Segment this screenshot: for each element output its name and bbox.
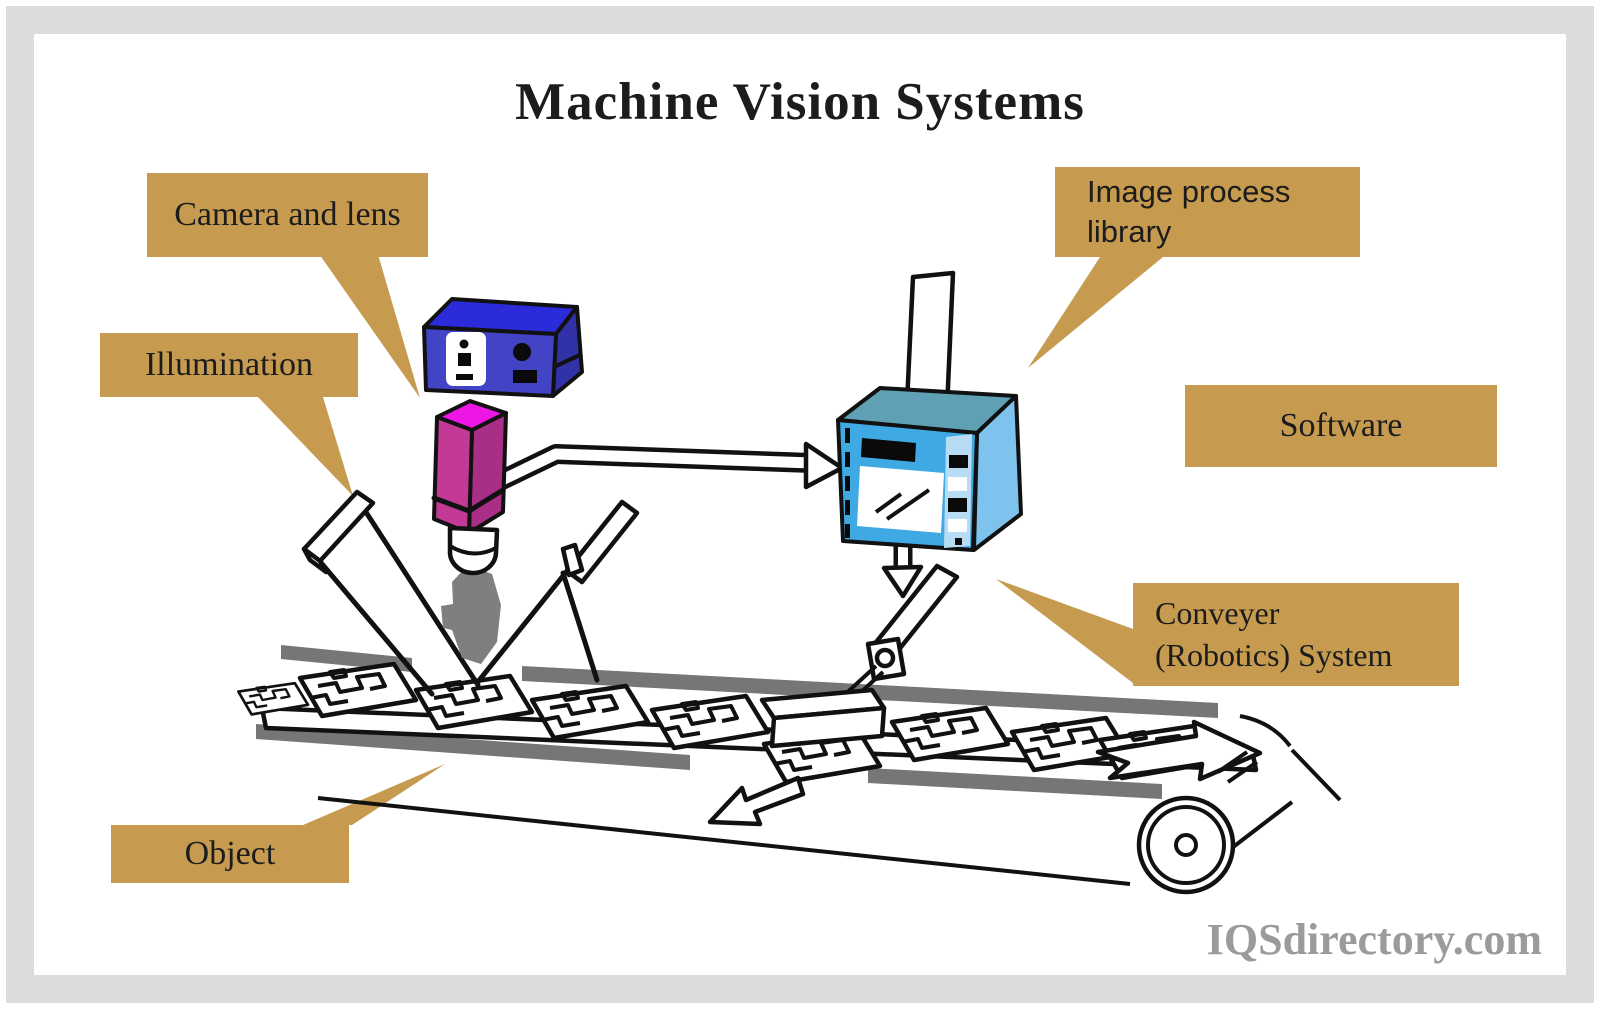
label-camera-and-lens: Camera and lens	[147, 173, 428, 257]
computer-dashed-edge	[845, 428, 850, 538]
arrow-hatching	[1216, 750, 1259, 784]
label-tails	[258, 251, 1163, 825]
camera-to-computer-arrow	[493, 441, 845, 492]
label-camera-and-lens-text: Camera and lens	[174, 195, 401, 233]
camera-label-tail	[317, 251, 420, 398]
computer-down-arrow	[881, 545, 924, 599]
lens-tip	[447, 525, 500, 576]
belt-direction-arrow	[1095, 719, 1263, 782]
lens-illustration	[431, 399, 508, 576]
computer-illustration	[836, 386, 1023, 552]
label-software-text: Software	[1279, 406, 1403, 444]
computer-display-bar	[861, 438, 916, 462]
label-object: Object	[111, 825, 349, 883]
illumination-lamp-left	[301, 489, 376, 575]
label-conveyer-robotics-system: Conveyer (Robotics) System	[1133, 583, 1459, 686]
camera-illustration	[422, 297, 584, 398]
conveyor-belt	[259, 705, 1342, 886]
label-illumination-text: Illumination	[144, 345, 314, 383]
label-illumination: Illumination	[100, 333, 358, 397]
label-image-process-library-text: Image process library	[1087, 173, 1291, 249]
camera-lens-port	[513, 343, 531, 361]
pusher-block-front	[769, 705, 887, 749]
conveyor-roller	[1136, 795, 1236, 895]
illumination-label-tail	[258, 397, 353, 496]
computer-screen	[857, 466, 944, 533]
robot-arm	[759, 563, 960, 749]
object-shadow	[441, 565, 501, 664]
reject-arrow	[707, 775, 806, 827]
conveyer-label-tail	[996, 579, 1133, 683]
object-label-tail	[303, 764, 445, 825]
image-process-label-tail	[1028, 257, 1163, 368]
illumination-lamp-right	[560, 499, 640, 585]
label-object-text: Object	[184, 834, 276, 872]
diagram-frame	[6, 6, 1594, 1003]
label-conveyer-text: Conveyer (Robotics) System	[1155, 594, 1393, 673]
label-software: Software	[1185, 385, 1497, 467]
watermark: IQSdirectory.com	[1206, 915, 1542, 964]
page-title: Machine Vision Systems	[515, 73, 1085, 131]
label-image-process-library: Image process library	[1055, 167, 1360, 257]
